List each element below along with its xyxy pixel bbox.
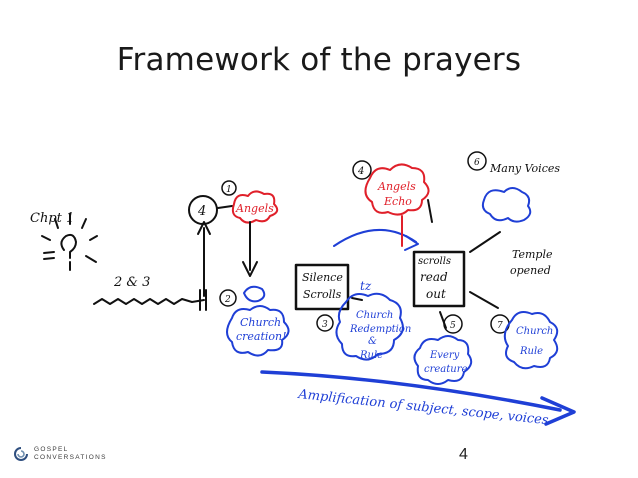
label-church-rule-2: Rule <box>519 346 543 357</box>
label-silence-2: Scrolls <box>303 288 342 301</box>
angels-cloud <box>231 190 279 224</box>
label-church-redemption-3: & <box>368 336 377 347</box>
label-num-7: 7 <box>497 321 503 331</box>
label-num-4-red: 4 <box>357 166 364 177</box>
circle-four <box>188 195 218 225</box>
page-number: 4 <box>459 446 468 463</box>
label-temple-1: Temple <box>512 248 553 261</box>
label-chapters-2-3: 2 & 3 <box>113 275 150 290</box>
label-every-creature-1: Every <box>429 350 460 361</box>
label-amplification: Amplification of subject, scope, voices <box>297 387 550 428</box>
logo-swirl-icon <box>14 447 28 461</box>
label-scrolls-1: scrolls <box>418 256 451 267</box>
label-temple-2: opened <box>510 264 551 277</box>
label-church-redemption-4: Rule <box>359 350 383 361</box>
many-voices-cloud <box>481 187 532 223</box>
lightbulb-icon <box>41 213 98 271</box>
silence-scrolls-box <box>294 263 350 311</box>
church-redemption-cloud <box>335 292 404 361</box>
label-num-1: 1 <box>226 185 232 195</box>
timeline-zigzag <box>93 298 205 305</box>
label-church-redemption-2: Redemption <box>349 324 411 335</box>
label-angels-echo-1: Angels <box>377 180 416 193</box>
label-num-5: 5 <box>450 321 456 331</box>
label-num-6: 6 <box>474 158 480 168</box>
label-scrolls-3: out <box>426 287 446 301</box>
label-church-creation-1: Church <box>240 316 281 329</box>
label-chapter: Chpt 1 <box>30 211 74 226</box>
label-church-rule-1: Church <box>516 326 553 337</box>
label-angels-echo-2: Echo <box>383 195 412 208</box>
logo-line-2: CONVERSATIONS <box>34 454 107 461</box>
church-creation-cloud <box>226 305 290 357</box>
label-num-4-circle: 4 <box>197 204 206 219</box>
angels-echo-cloud <box>364 163 430 216</box>
label-tz: tz <box>360 279 372 293</box>
every-creature-cloud <box>413 335 473 385</box>
church-rule-cloud <box>503 311 559 370</box>
label-num-2: 2 <box>224 295 231 305</box>
label-silence-1: Silence <box>302 271 343 284</box>
label-church-redemption-1: Church <box>356 310 393 321</box>
label-every-creature-2: creature <box>424 364 468 375</box>
logo-line-1: GOSPEL <box>34 446 69 453</box>
label-many-voices: Many Voices <box>489 162 560 175</box>
label-scrolls-2: read <box>420 270 448 284</box>
label-church-creation-2: creation! <box>236 330 287 343</box>
label-angels: Angels <box>235 202 274 215</box>
slide-title: Framework of the prayers <box>116 42 522 78</box>
label-num-3: 3 <box>322 320 328 330</box>
scrolls-read-out-box <box>412 250 466 308</box>
gospel-conversations-logo: GOSPEL CONVERSATIONS <box>14 446 107 462</box>
amplification-arrow <box>260 370 562 412</box>
